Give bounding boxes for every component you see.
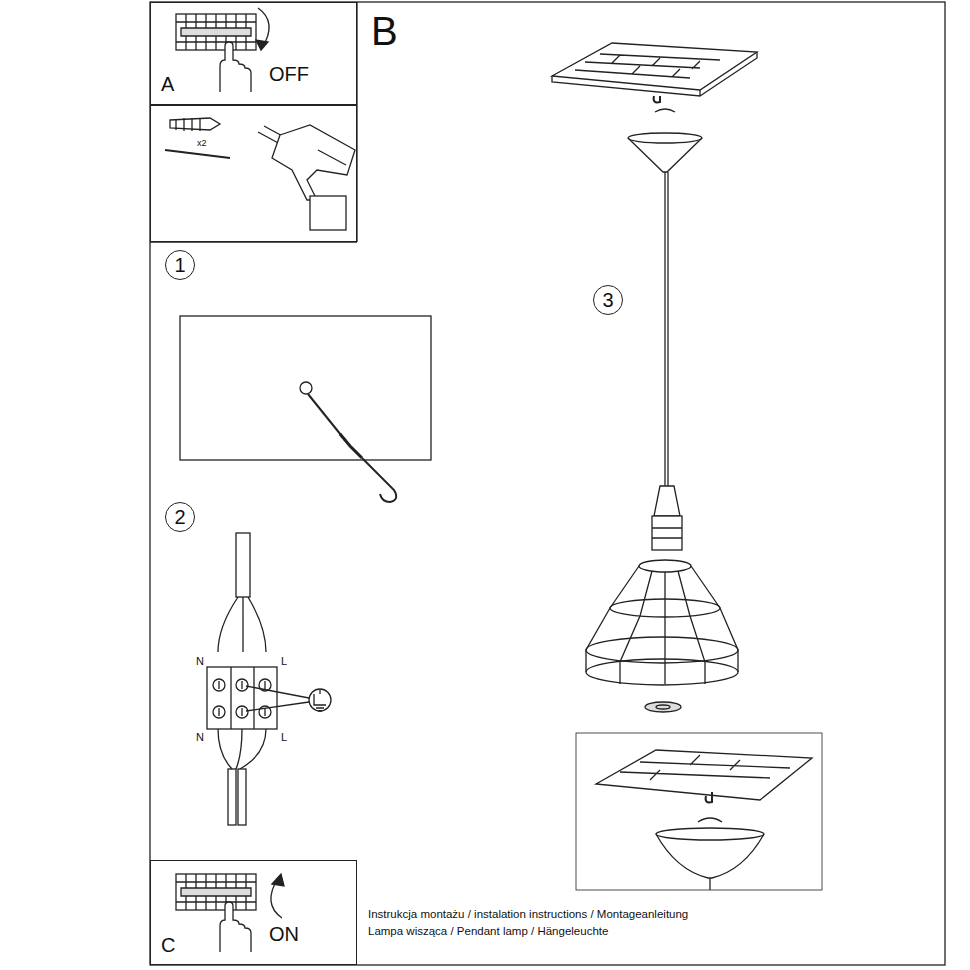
pendant-lamp <box>552 43 757 712</box>
panel-text: x2 <box>197 139 207 149</box>
line-art <box>667 172 668 486</box>
line-art <box>236 533 250 597</box>
line-art <box>340 434 362 458</box>
line-art <box>181 28 251 36</box>
line-art <box>706 792 712 802</box>
line-art <box>652 528 682 538</box>
callout-number: 3 <box>602 289 613 311</box>
step-number: 1 <box>165 250 195 280</box>
terminal-label: L <box>281 655 287 668</box>
line-art <box>180 316 431 460</box>
line-art <box>231 667 254 729</box>
line-art <box>654 486 680 516</box>
line-art <box>310 196 346 230</box>
line-art <box>620 755 790 780</box>
line-art <box>218 597 266 652</box>
ceiling-hook-step <box>180 316 431 502</box>
line-art <box>586 659 738 685</box>
line-art <box>181 888 251 896</box>
line-art <box>308 394 345 440</box>
line-art <box>314 690 326 711</box>
line-art <box>176 14 256 50</box>
page-frame <box>150 2 945 965</box>
anchor-screw-drill <box>165 118 355 230</box>
line-art <box>246 686 309 711</box>
line-art <box>256 40 268 50</box>
line-art <box>639 560 691 572</box>
footer-note: Lampa wisząca / Pendant lamp / Hängeleuc… <box>368 925 608 938</box>
mounted-inset <box>576 733 822 890</box>
terminal-label: L <box>281 731 287 744</box>
line-art <box>552 43 757 90</box>
line-art <box>552 52 757 96</box>
line-art <box>628 133 702 143</box>
line-art <box>656 828 764 840</box>
line-art <box>220 902 251 952</box>
step-number: 2 <box>165 502 195 532</box>
line-art <box>165 150 230 158</box>
line-art <box>652 516 682 550</box>
line-art <box>664 172 665 486</box>
line-art <box>628 138 702 172</box>
line-art <box>207 667 277 729</box>
line-art <box>645 702 681 712</box>
terminal-label: N <box>196 731 204 744</box>
line-art <box>309 689 331 711</box>
panel-text: ON <box>269 923 299 945</box>
line-art <box>220 42 251 92</box>
line-art <box>655 109 675 112</box>
breaker-off <box>176 8 269 92</box>
line-art <box>300 382 312 394</box>
terminal-label: N <box>196 655 204 668</box>
line-art <box>654 96 660 102</box>
line-art <box>218 729 266 769</box>
line-art <box>576 733 822 890</box>
line-art <box>656 834 764 878</box>
step-panel: A OFF <box>150 2 357 105</box>
breaker-on <box>176 874 284 952</box>
line-art <box>176 118 200 131</box>
terminal-wiring <box>207 533 331 825</box>
panel-text: A <box>161 73 174 95</box>
line-art <box>362 458 396 502</box>
line-art <box>272 874 284 886</box>
line-art <box>709 878 710 890</box>
line-art <box>228 769 236 825</box>
line-art <box>586 566 738 684</box>
line-art <box>176 874 256 910</box>
line-art <box>698 818 722 822</box>
line-art <box>596 750 812 800</box>
callout-number: 2 <box>174 506 185 528</box>
tools-panel: x2 <box>150 105 357 242</box>
footer-note: Instrukcja montażu / instalation instruc… <box>368 908 688 921</box>
line-art <box>575 54 720 78</box>
callout-number: 1 <box>174 254 185 276</box>
line-art <box>219 681 265 716</box>
step-panel: C ON <box>150 860 357 965</box>
line-art <box>318 150 346 165</box>
panel-text: OFF <box>269 63 309 85</box>
line-art <box>656 705 670 709</box>
line-art <box>170 118 220 130</box>
line-art <box>272 125 355 200</box>
panel-text: C <box>161 934 175 956</box>
line-art <box>150 2 945 965</box>
step-number: 3 <box>593 285 623 315</box>
line-art <box>238 769 246 825</box>
panel-letter: B <box>371 8 398 54</box>
